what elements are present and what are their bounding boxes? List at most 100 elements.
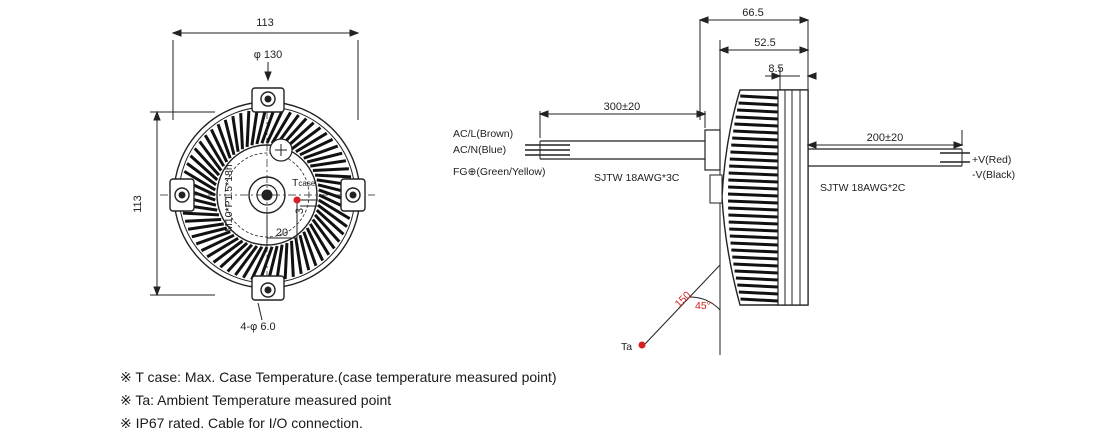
fin [295,131,328,154]
fin [234,245,259,276]
side-fins [727,94,779,303]
fin [285,121,315,149]
fin [182,211,220,217]
mounting-lug-left [169,178,195,212]
side-fin [735,276,779,282]
fin [312,167,349,172]
fin [290,126,322,151]
fin [187,222,224,231]
fin [305,227,324,262]
fin [239,113,244,150]
side-fin [733,262,779,268]
side-fin [740,94,779,100]
fin [195,230,231,246]
dim-offset-x: 20 [276,227,288,239]
fin [302,231,318,267]
fin [242,245,264,279]
fin [206,236,239,259]
fin [183,170,217,192]
side-fin [727,192,779,198]
output-wire-2: -V(Black) [972,169,1015,181]
fin [314,173,352,179]
side-fin [737,108,779,114]
dim-front-width: 113 [256,17,274,29]
side-fin [731,143,779,149]
fin [306,151,343,164]
side-view [525,16,970,355]
note-tcase: ※ T case: Max. Case Temperature.(case te… [120,369,557,385]
ta-angle: 45° [695,300,711,312]
ta-marker [638,341,646,349]
fin [258,246,274,282]
input-wire-3: FG⊕(Green/Yellow) [453,166,545,178]
output-wire-1: +V(Red) [972,154,1011,166]
side-fin [730,150,779,156]
mounting-lug-right [340,178,366,212]
ta-distance: 150 [673,289,694,310]
dim-holes: 4-φ 6.0 [240,321,275,333]
tcase-marker [293,196,301,204]
fin [303,144,339,160]
fin [212,239,244,264]
ta-label: Ta [621,341,632,353]
fin [245,110,251,148]
side-fin [735,115,779,121]
notes-block: ※ T case: Max. Case Temperature.(case te… [120,366,557,435]
side-fin [732,255,779,261]
fin [315,208,345,236]
dim-body-depth: 52.5 [754,37,775,49]
fin [226,243,254,273]
side-fin [728,220,779,226]
fin [298,234,311,271]
side-fin [731,248,779,254]
fin [250,246,269,281]
fin [283,242,289,280]
fin [193,147,221,177]
fin [270,111,292,145]
fin [191,226,228,239]
side-fin [738,290,779,296]
fin [299,138,334,157]
note-ip67: ※ IP67 rated. Cable for I/O connection. [120,415,363,431]
side-fin [740,297,779,303]
thread-label: M10*P1.5*18h [223,164,235,232]
output-cable-length: 200±20 [867,132,904,144]
fin [216,123,232,159]
fin [200,233,235,252]
input-cable-length: 300±20 [604,101,641,113]
dim-offset-y: 3 [294,208,306,214]
output-cable-spec: SJTW 18AWG*2C [820,182,906,194]
dim-diameter: φ 130 [254,49,283,61]
note-ta: ※ Ta: Ambient Temperature measured point [120,392,392,408]
fin [311,218,336,250]
side-fin [728,185,779,191]
front-view [150,29,375,321]
fin [317,203,348,228]
fin [265,109,284,144]
fin [266,245,279,282]
side-fin [730,241,779,247]
side-fin [728,213,779,219]
fin [290,240,295,277]
side-fin [738,101,779,107]
fin [185,218,222,223]
side-fin [729,227,779,233]
side-fin [728,206,779,212]
mounting-lug-top [251,87,285,113]
side-fin [737,283,779,289]
side-fin [729,157,779,163]
mounting-lug-bottom [251,275,285,301]
side-fin [728,178,779,184]
fin [186,162,217,187]
fin [210,128,229,163]
dim-cap-depth: 8.5 [768,63,783,75]
fin [198,140,223,172]
fin [189,154,219,182]
fin [203,134,226,167]
fin [294,238,303,275]
dim-total-depth: 66.5 [742,7,763,19]
fin [317,198,351,220]
fin [260,108,276,144]
fin [223,119,236,156]
